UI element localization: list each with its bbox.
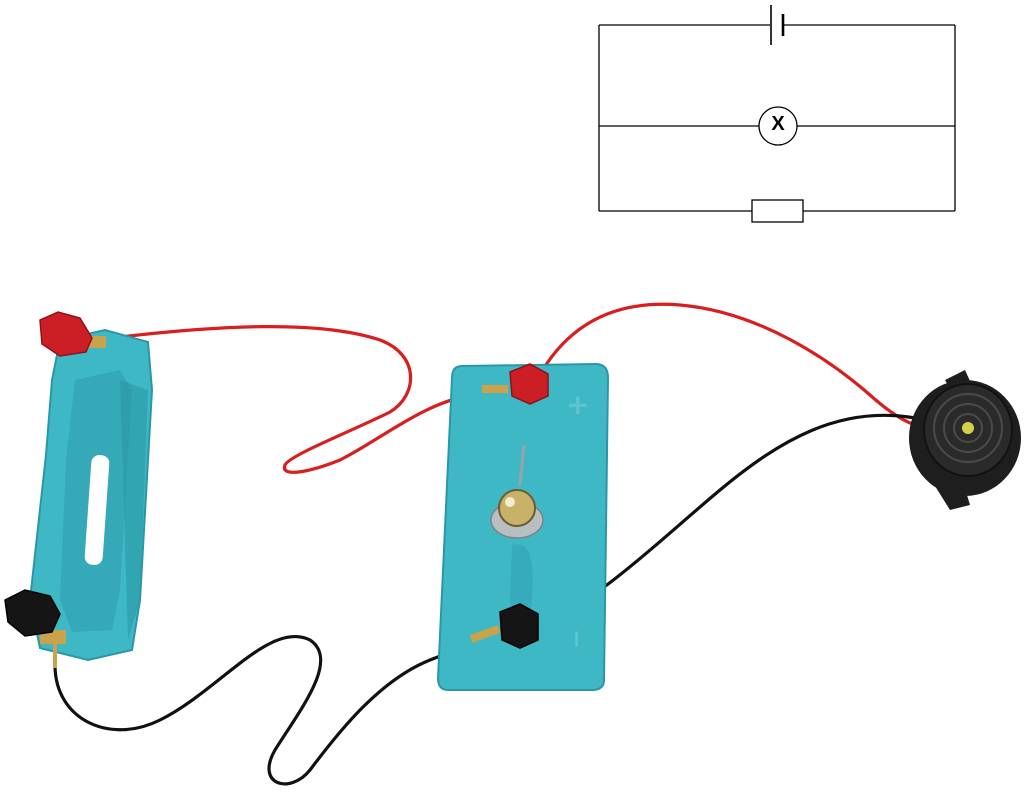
battery-holder-shade [120,380,148,640]
board-negative-label: − [563,628,592,650]
board-black-terminal [499,603,539,649]
board-red-terminal [509,363,549,405]
red-wire-holder-to-board [110,325,522,474]
red-wires [110,302,920,474]
battery-holder [4,311,154,668]
lamp-board [436,362,610,691]
lamp-board-groove [510,544,533,624]
circuit-schematic [598,5,956,223]
buzzer-ring-1 [933,393,1003,463]
holder-black-terminal [4,589,61,637]
black-wire-holder-to-board [53,630,502,786]
buzzer [909,370,1021,510]
board-black-connector [469,625,501,643]
buzzer-ring-3 [953,413,983,443]
lamp-symbol [758,106,798,146]
resistor-symbol [751,199,804,223]
red-wire-board-to-buzzer [536,302,920,428]
lamp-glass [498,489,536,527]
board-positive-label: + [566,388,590,421]
buzzer-hole [962,422,974,434]
lamp-wire-stem [518,444,526,486]
lamp-symbol-label: X [771,113,785,135]
lamp-bulb [490,444,544,539]
battery-holder-slot [84,455,110,565]
lamp-glass-highlight [505,497,515,507]
board-red-connector [482,385,508,393]
buzzer-ring-2 [943,403,993,453]
holder-red-terminal [39,311,93,357]
